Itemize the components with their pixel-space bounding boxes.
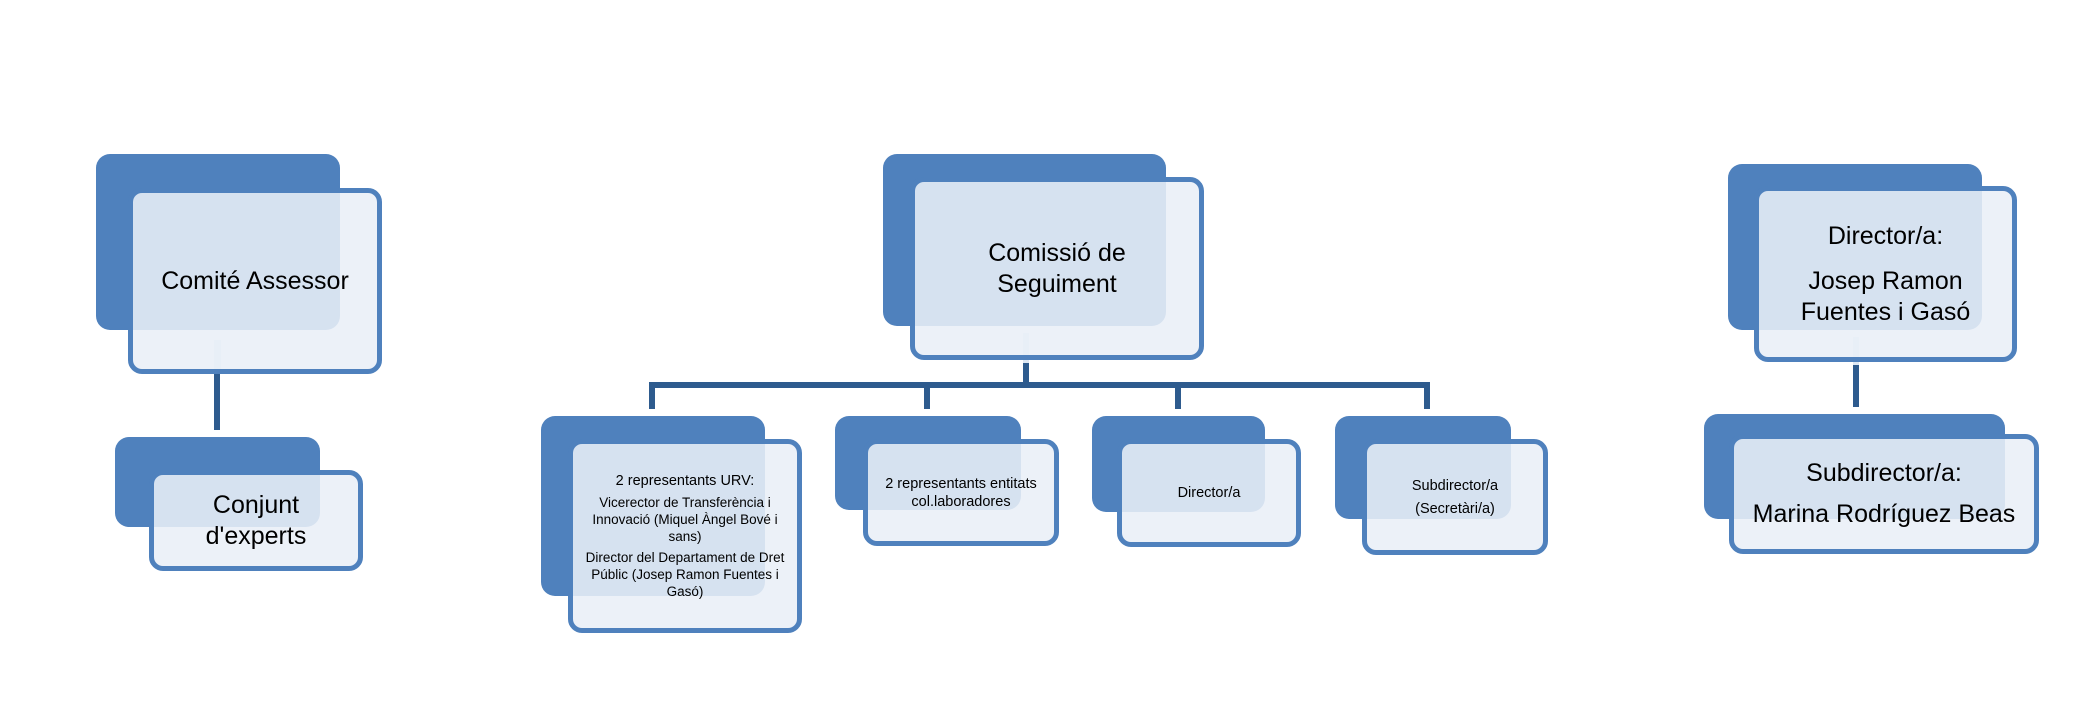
subdirector-small-line2: (Secretàri/a) [1415,500,1495,517]
node-subdirector-small: Subdirector/a (Secretàri/a) [1335,416,1550,557]
urv-heading: 2 representants URV: [615,473,755,489]
connector-to-urv [649,382,655,409]
director-line2: Josep Ramon [1808,266,1963,295]
connector-comissio-bus [649,382,1430,388]
connector-comite-conjunt [214,370,220,430]
node-comite-assessor: Comité Assessor [96,154,384,374]
entitats-line1: 2 representants entitats [885,475,1037,492]
director-line3: Fuentes i Gasó [1800,297,1971,326]
node-comissio-seguiment: Comissió de Seguiment [883,154,1206,362]
subdirector-line2: Marina Rodríguez Beas [1752,500,2016,528]
urv-item2: Director del Departament de Dret Públic … [585,550,785,599]
node-director: Director/a: Josep Ramon Fuentes i Gasó [1728,164,2019,364]
director-small-label: Director/a [1177,485,1241,501]
node-representants-urv: 2 representants URV: Vicerector de Trans… [541,416,804,635]
comissio-line1: Comissió de [988,238,1126,267]
connector-comissio-trunk [1023,363,1029,387]
connector-director-subdirector [1853,365,1859,407]
node-conjunt-experts: Conjunt d'experts [115,437,365,573]
node-subdirector: Subdirector/a: Marina Rodríguez Beas [1704,414,2041,556]
conjunt-line2: d'experts [205,521,307,550]
subdirector-line1: Subdirector/a: [1806,459,1962,487]
urv-item1: Vicerector de Transferència i Innovació … [592,495,778,544]
subdirector-small-line1: Subdirector/a [1411,477,1499,494]
node-director-small: Director/a [1092,416,1303,549]
connector-to-subdirector-small [1424,382,1430,409]
connector-to-entitats [924,382,930,409]
comissio-line2: Seguiment [997,269,1117,298]
connector-to-director-small [1175,382,1181,409]
node-representants-entitats: 2 representants entitats col.laboradores [835,416,1061,548]
comite-label: Comité Assessor [161,266,349,295]
entitats-line2: col.laboradores [911,493,1011,510]
conjunt-line1: Conjunt [212,490,300,519]
director-line1: Director/a: [1827,221,1944,250]
